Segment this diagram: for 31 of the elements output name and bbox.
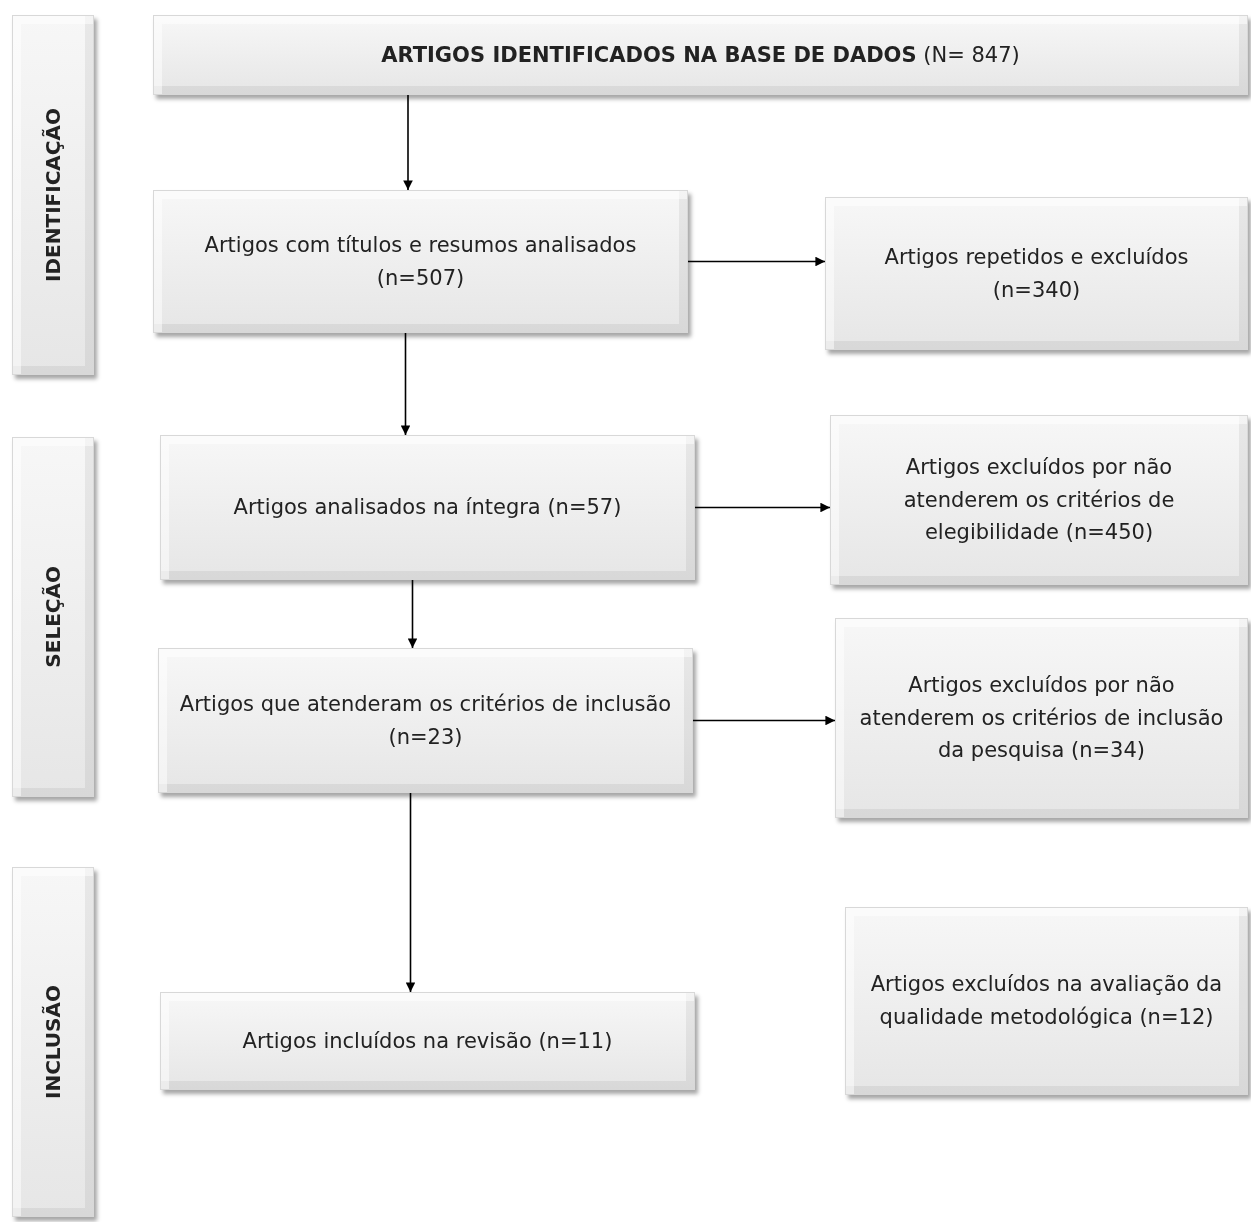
process-box (153, 15, 1248, 95)
box-text: Artigos incluídos na revisão (n=11) (241, 1027, 614, 1055)
box-text: ARTIGOS IDENTIFICADOS NA BASE DE DADOS (N= 847) (380, 41, 1021, 69)
box-text: Artigos que atenderam os critérios de inclusão (n=23) (178, 690, 673, 751)
process-box (153, 190, 688, 333)
box-text: Artigos excluídos por não atenderem os critérios de inclusão da pesquisa (n=34) (858, 672, 1225, 765)
phase-label: INCLUSÃO (43, 985, 63, 1099)
arrow (692, 715, 836, 726)
phase-band (12, 867, 94, 1217)
box-text: Artigos repetidos e excluídos (n=340) (883, 243, 1190, 304)
box-text: Artigos excluídos por não atenderem os critérios de elegibilidade (n=450) (902, 454, 1176, 547)
phase-band (12, 15, 94, 375)
process-box (830, 415, 1248, 585)
process-box (835, 618, 1248, 818)
box-text: Artigos com títulos e resumos analisados (n=507) (203, 231, 638, 292)
arrow (694, 502, 831, 513)
box-text: Artigos excluídos na avaliação da qualidade metodológica (n=12) (869, 971, 1224, 1031)
arrow (403, 94, 413, 191)
box-text: Artigos analisados na íntegra (n=57) (232, 494, 623, 522)
phase-label: IDENTIFICAÇÃO (43, 108, 63, 282)
arrow (687, 256, 826, 267)
process-box (160, 992, 695, 1090)
phase-band (12, 437, 94, 797)
arrow (405, 792, 416, 993)
arrow (400, 332, 411, 436)
process-box (845, 907, 1248, 1095)
process-box (158, 648, 693, 793)
process-box (825, 197, 1248, 350)
arrow (407, 579, 418, 649)
process-box (160, 435, 695, 580)
phase-label: SELEÇÃO (43, 566, 63, 668)
